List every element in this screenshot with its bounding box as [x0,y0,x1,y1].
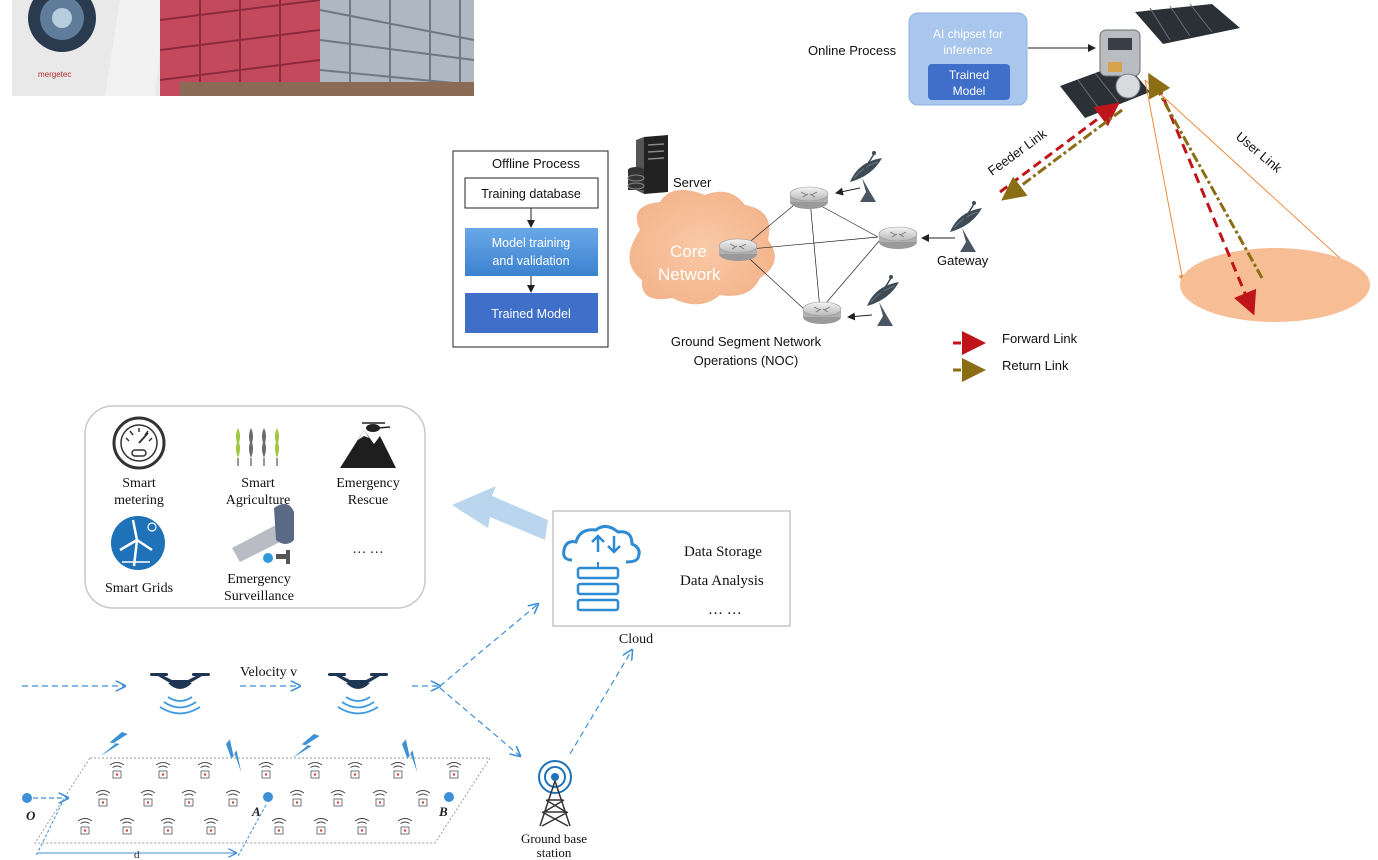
wind-turbine-icon [111,516,165,570]
mountain-helicopter-icon [340,422,396,468]
wheat-icon [236,428,279,466]
app-smart-metering-line1: Smart [122,476,156,491]
wireless-link-icon [394,739,429,773]
router-icon [878,226,918,250]
core-network-line1: Core [670,242,707,261]
uav-iot-diagram: Smart metering Smart Agriculture Emergen… [22,405,791,860]
app-smart-grids-label: Smart Grids [105,581,173,596]
ground-station-line2: station [537,845,572,860]
offline-trained-model-box [465,293,598,333]
gateway-dish-icon [949,200,983,253]
cloud-item-data-storage: Data Storage [684,544,762,560]
training-database-box [464,177,599,209]
user-link-label: User Link [1233,129,1285,176]
online-trained-model-box [928,64,1010,100]
data-flow-arrow [452,486,548,540]
return-user-link [1148,72,1264,279]
app-emergency-surveillance-line2: Surveillance [224,589,294,604]
noc-line2: Operations (NOC) [694,353,799,368]
drone-icon [149,672,211,715]
app-smart-agriculture-line2: Agriculture [226,493,291,508]
wireless-link-icon [292,729,320,765]
training-database-label: Training database [481,187,581,201]
app-more-label: … … [352,542,384,557]
velocity-label: Velocity v [240,665,297,680]
forward-user-link [1156,84,1257,316]
router-icon [718,238,758,262]
photo-brand-text: mergetec [38,70,71,79]
point-a-label: A [251,804,261,819]
distance-label: d [134,849,140,860]
cctv-camera-icon [232,503,294,564]
offline-process-title: Offline Process [492,156,580,171]
satellite-dish-icon [866,274,900,327]
offline-trained-model-label: Trained Model [491,307,570,321]
sensor-field [34,757,491,844]
app-smart-metering-line2: metering [114,493,164,508]
online-trained-line1: Trained [949,68,989,82]
router-icon [789,186,829,210]
app-emergency-rescue-line1: Emergency [336,476,400,491]
wireless-link-icon [218,739,253,773]
app-smart-agriculture-line1: Smart [241,476,275,491]
cloud-label: Cloud [619,632,653,647]
satellite-dish-icon [849,150,883,203]
model-training-line2: and validation [492,254,569,268]
return-link-legend-label: Return Link [1002,358,1069,373]
header-photo: mergetec [12,0,475,96]
online-trained-line2: Model [953,84,986,98]
point-o-label: O [26,808,36,823]
app-emergency-surveillance-line1: Emergency [227,572,291,587]
point-a-marker [263,792,273,802]
ai-chipset-line2: inference [943,43,993,57]
cloud-item-more: … … [708,602,742,618]
cloud-server-icon [562,525,641,612]
model-training-box [465,228,598,276]
gauge-icon [112,416,166,470]
point-o-marker [22,793,32,803]
cloud-item-data-analysis: Data Analysis [680,573,764,589]
gateway-label: Gateway [937,253,989,268]
online-process-label: Online Process [808,43,897,58]
wireless-link-icon [100,727,128,763]
ai-chipset-line1: AI chipset for [933,27,1003,41]
core-network-cloud [629,189,775,305]
noc-line1: Ground Segment Network [671,334,822,349]
satellite-icon [1060,3,1240,118]
satellite-ai-diagram: Online Process AI chipset for inference … [452,3,1370,382]
server-icon [627,135,668,194]
forward-feeder-link [999,102,1120,194]
router-icon [802,301,842,325]
forward-link-legend-label: Forward Link [1002,331,1078,346]
core-network-line2: Network [658,265,721,284]
return-feeder-link [1001,108,1123,201]
point-b-marker [444,792,454,802]
app-emergency-rescue-line2: Rescue [348,493,388,508]
applications-box [84,405,426,609]
drone-icon [327,672,389,715]
server-label: Server [673,175,712,190]
cell-tower-icon [538,760,572,827]
model-training-line1: Model training [492,236,571,250]
point-b-label: B [438,804,448,819]
ground-station-line1: Ground base [521,831,587,846]
user-coverage-area [1180,248,1370,322]
